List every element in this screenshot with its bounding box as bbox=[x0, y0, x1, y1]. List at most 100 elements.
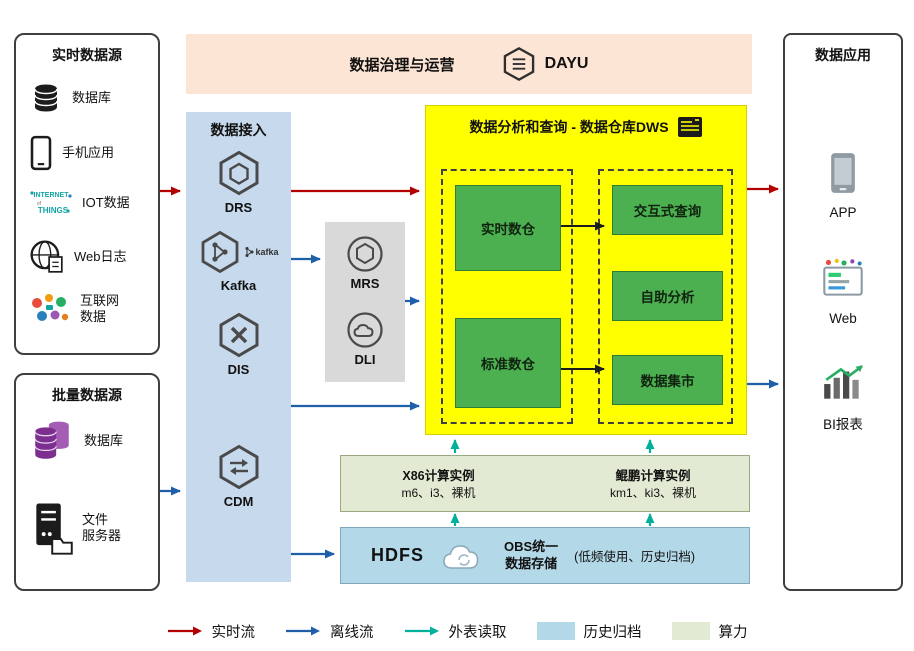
svg-text:of: of bbox=[37, 201, 42, 207]
dws-title: 数据分析和查询 - 数据仓库DWS bbox=[469, 119, 669, 135]
dayu-icon bbox=[503, 47, 534, 81]
ingestion-label-dis: DIS bbox=[227, 362, 250, 377]
source-label: Web日志 bbox=[74, 248, 127, 264]
processing-box: MRS DLI bbox=[325, 222, 405, 382]
processing-label-mrs: MRS bbox=[350, 276, 380, 291]
applications-panel: 数据应用 APP Web bbox=[783, 33, 903, 591]
source-label: 数据库 bbox=[72, 89, 112, 105]
dws-warehouse-realtime: 实时数仓 bbox=[455, 185, 561, 271]
compute-kunpeng-title: 鲲鹏计算实例 bbox=[615, 469, 691, 483]
file-server-icon bbox=[36, 503, 73, 555]
batch-sources-panel: 批量数据源 数据库 文件 服务器 bbox=[14, 373, 160, 591]
compute-instances-box: X86计算实例 m6、i3、裸机 鲲鹏计算实例 km1、ki3、裸机 bbox=[340, 455, 750, 512]
processing-item-mrs bbox=[325, 234, 405, 279]
application-label-bi: BI报表 bbox=[823, 417, 863, 432]
ingestion-label-drs: DRS bbox=[224, 200, 253, 215]
dis-icon bbox=[219, 312, 258, 358]
dws-service-self-analysis: 自助分析 bbox=[612, 271, 723, 321]
ingestion-label-kafka: Kafka bbox=[220, 278, 257, 293]
ingestion-item-kafka: kafka bbox=[186, 230, 291, 274]
batch-sources-title: 批量数据源 bbox=[52, 387, 122, 403]
red-arrow-icon bbox=[167, 626, 202, 636]
compute-kunpeng-spec: km1、ki3、裸机 bbox=[609, 486, 696, 501]
source-label: 手机应用 bbox=[62, 144, 115, 160]
ingestion-item-cdm bbox=[186, 444, 291, 495]
compute-x86-title: X86计算实例 bbox=[402, 469, 475, 483]
hdfs-label: HDFS bbox=[371, 545, 424, 565]
dws-title-row: 数据分析和查询 - 数据仓库DWS bbox=[426, 115, 746, 139]
kafka-badge: kafka bbox=[244, 246, 279, 258]
compute-swatch bbox=[671, 622, 710, 640]
source-item-fileserver: 文件 服务器 bbox=[29, 501, 153, 555]
cdm-icon bbox=[219, 444, 258, 490]
compute-x86-spec: m6、i3、裸机 bbox=[401, 486, 476, 501]
source-item-database-batch: 数据库 bbox=[29, 419, 153, 463]
dli-icon bbox=[347, 312, 383, 348]
source-item-internet: 互联网 数据 bbox=[29, 291, 153, 327]
ingestion-label-cdm: CDM bbox=[223, 494, 254, 509]
source-item-database: 数据库 bbox=[29, 81, 153, 115]
banner-title: 数据治理与运营 bbox=[349, 56, 455, 74]
legend-compute: 算力 bbox=[671, 621, 748, 642]
source-label: IOT数据 bbox=[82, 194, 130, 210]
mrs-icon bbox=[347, 236, 383, 272]
source-item-mobile: 手机应用 bbox=[29, 135, 153, 171]
app-icon bbox=[831, 153, 855, 193]
application-item-bi bbox=[785, 363, 901, 408]
data-ingestion-column: 数据接入 DRS bbox=[186, 112, 291, 582]
compute-kunpeng: 鲲鹏计算实例 km1、ki3、裸机 bbox=[569, 467, 737, 503]
source-label: 互联网 数据 bbox=[80, 292, 120, 324]
kafka-icon bbox=[202, 230, 239, 274]
legend-realtime-flow: 实时流 bbox=[167, 621, 255, 642]
storage-box: HDFS OBS统一 数据存储 (低频使用、历史归档) bbox=[340, 527, 750, 584]
application-label-web: Web bbox=[829, 311, 857, 326]
ingestion-title: 数据接入 bbox=[210, 122, 267, 138]
bi-report-icon bbox=[824, 365, 863, 399]
source-label: 数据库 bbox=[84, 432, 124, 448]
legend-archive: 历史归档 bbox=[536, 621, 642, 642]
source-label: 文件 服务器 bbox=[82, 511, 122, 543]
web-icon bbox=[823, 258, 863, 296]
application-item-app bbox=[785, 151, 901, 200]
kafka-logo-glyph-icon bbox=[245, 247, 254, 257]
dws-box: 数据分析和查询 - 数据仓库DWS 实时数仓 标准数仓 交互式查询 自助分析 数… bbox=[425, 105, 747, 435]
application-item-web bbox=[785, 257, 901, 304]
obs-label: OBS统一 数据存储 bbox=[504, 538, 559, 571]
dws-service-interactive-query: 交互式查询 bbox=[612, 185, 723, 235]
dws-warehouse-standard: 标准数仓 bbox=[455, 318, 561, 408]
source-item-iot: INTERNET of THINGS IOT数据 bbox=[29, 187, 153, 219]
processing-label-dli: DLI bbox=[354, 352, 376, 367]
dws-service-data-mart: 数据集市 bbox=[612, 355, 723, 405]
legend-offline-flow: 离线流 bbox=[285, 621, 374, 642]
realtime-sources-title: 实时数据源 bbox=[52, 47, 122, 63]
blue-arrow-icon bbox=[286, 626, 320, 636]
ingestion-item-dis bbox=[186, 312, 291, 363]
database-purple-icon bbox=[34, 421, 69, 459]
report-doc-icon bbox=[677, 117, 702, 137]
source-item-weblog: Web日志 bbox=[29, 239, 153, 275]
svg-text:INTERNET: INTERNET bbox=[34, 192, 70, 199]
web-log-icon bbox=[30, 240, 63, 273]
iot-icon: INTERNET of THINGS bbox=[30, 191, 72, 215]
legend-external-read: 外表读取 bbox=[404, 621, 507, 642]
teal-arrow-icon bbox=[404, 626, 439, 636]
mobile-app-icon bbox=[30, 135, 52, 171]
compute-x86: X86计算实例 m6、i3、裸机 bbox=[356, 467, 521, 503]
database-icon bbox=[34, 84, 58, 112]
governance-banner: 数据治理与运营 DAYU bbox=[186, 34, 752, 94]
dayu-logo: DAYU bbox=[501, 46, 589, 82]
legend: 实时流 离线流 外表读取 历史归档 算力 bbox=[0, 616, 914, 646]
ingestion-item-drs bbox=[186, 150, 291, 201]
realtime-sources-panel: 实时数据源 数据库 手机应用 INTERNET of THINGS bbox=[14, 33, 160, 355]
storage-note: (低频使用、历史归档) bbox=[574, 550, 695, 564]
applications-title: 数据应用 bbox=[815, 47, 871, 63]
obs-cloud-icon bbox=[443, 544, 479, 569]
archive-swatch bbox=[536, 622, 575, 640]
dayu-label: DAYU bbox=[544, 55, 589, 72]
dws-service-group: 交互式查询 自助分析 数据集市 bbox=[598, 169, 733, 424]
internet-data-icon bbox=[32, 294, 69, 321]
dws-warehouse-group: 实时数仓 标准数仓 bbox=[441, 169, 573, 424]
processing-item-dli bbox=[325, 310, 405, 355]
drs-icon bbox=[219, 150, 258, 196]
